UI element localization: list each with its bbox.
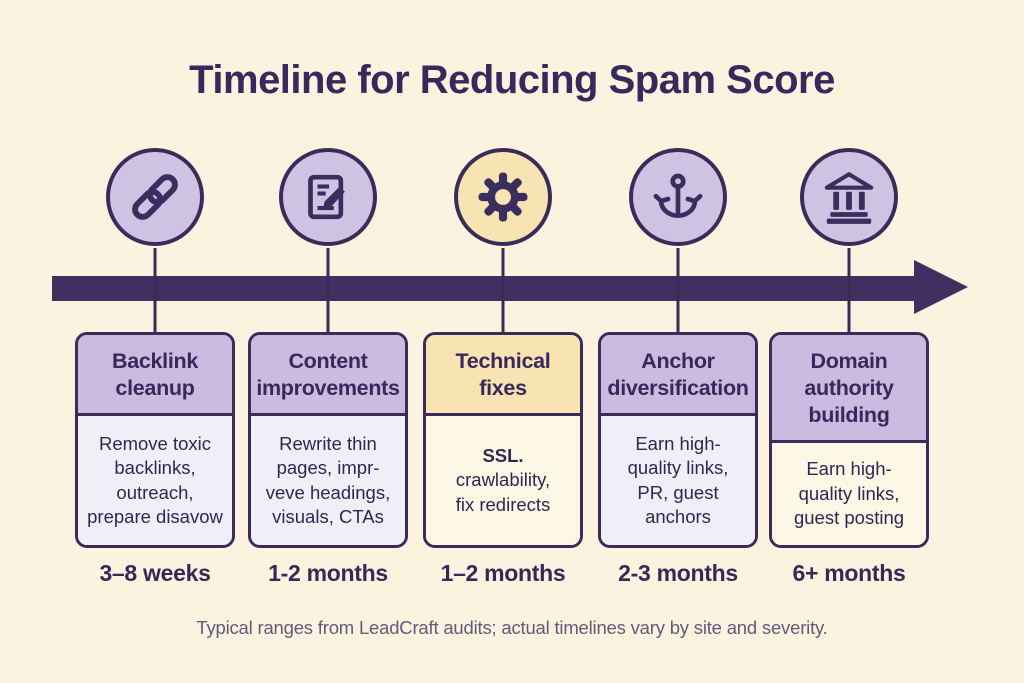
stage-card-title: Anchor diversification (601, 335, 755, 416)
stage-title-line: improvements (256, 376, 400, 400)
stage-title-line: fixes (479, 376, 527, 400)
connector-line (326, 248, 330, 338)
connector-line (676, 248, 680, 338)
description-line: PR, guest (637, 481, 719, 503)
timeline-arrow-bar (52, 276, 918, 301)
description-line: visuals, CTAs (272, 506, 384, 527)
stage-domain-authority-building: Domain authority building Earn high- qua… (762, 148, 936, 618)
stage-title-line: diversification (607, 376, 749, 400)
description-line: pages, impr- (276, 457, 380, 478)
stage-icon-circle (106, 148, 204, 246)
stage-icon-circle (279, 148, 377, 246)
description-line: Remove toxic (98, 432, 212, 454)
description-line: quality links, (798, 482, 900, 504)
connector-line (501, 248, 505, 338)
stage-card-title: Technical fixes (426, 335, 580, 416)
anchor-icon (653, 173, 703, 218)
stage-card-title: Domain authority building (772, 335, 926, 443)
description-line: anchors (645, 506, 711, 527)
footnote-text: Typical ranges from LeadCraft audits; ac… (196, 617, 828, 638)
description-line: Earn high- (806, 458, 892, 480)
stage-card: Technical fixes SSL. crawlability, fix r… (423, 332, 583, 548)
page-title: Timeline for Reducing Spam Score (189, 58, 835, 102)
timeline-arrow-head (914, 260, 968, 314)
stage-duration: 1-2 months (268, 560, 388, 586)
stage-card-title: Content improvements (251, 335, 405, 416)
stage-title-line: authority (804, 376, 894, 400)
stage-card-title: Backlink cleanup (78, 335, 232, 416)
description-line: prepare disavow (87, 506, 223, 527)
document-edit-icon (308, 174, 345, 220)
stage-card-description: Remove toxic backlinks, outreach, prepar… (78, 416, 232, 545)
stage-card: Content improvements Rewrite thin pages,… (248, 332, 408, 548)
description-line: veve headings, (265, 481, 391, 503)
stage-card: Backlink cleanup Remove toxic backlinks,… (75, 332, 235, 548)
stage-icon-circle (800, 148, 898, 246)
description-line: outreach, (116, 481, 194, 503)
stage-duration: 1–2 months (440, 560, 566, 586)
description-line: quality links, (627, 457, 729, 478)
stage-duration: 2-3 months (618, 560, 738, 586)
stage-icon-circle (629, 148, 727, 246)
stage-card-description: Rewrite thin pages, impr- veve headings,… (251, 416, 405, 545)
description-line: guest posting (793, 507, 905, 529)
stage-technical-fixes: Technical fixes SSL. crawlability, fix r… (416, 148, 590, 618)
stage-content-improvements: Content improvements Rewrite thin pages,… (241, 148, 415, 618)
stage-card-description: Earn high- quality links, guest posting (772, 443, 926, 545)
bank-building-icon (824, 172, 874, 224)
description-line: crawlability, (455, 469, 551, 491)
stage-card: Anchor diversification Earn high- qualit… (598, 332, 758, 548)
stage-card-description: Earn high- quality links, PR, guest anch… (601, 416, 755, 545)
stage-title-line: cleanup (115, 376, 195, 400)
stage-icon-circle (454, 148, 552, 246)
stage-backlink-cleanup: Backlink cleanup Remove toxic backlinks,… (68, 148, 242, 618)
description-line: Rewrite thin (279, 432, 377, 454)
description-line: Earn high- (635, 432, 721, 454)
connector-line (153, 248, 157, 338)
description-line: fix redirects (455, 493, 551, 515)
stage-title-line: Content (288, 349, 368, 373)
stage-title-line: Backlink (111, 349, 199, 373)
stage-anchor-diversification: Anchor diversification Earn high- qualit… (591, 148, 765, 618)
stage-title-line: Domain (810, 349, 888, 373)
stage-title-line: Anchor (641, 349, 715, 373)
stage-title-line: Technical (455, 349, 551, 373)
stage-title-line: building (808, 403, 890, 427)
stage-card-description: SSL. crawlability, fix redirects (426, 416, 580, 545)
stage-duration: 3–8 weeks (99, 560, 211, 586)
stage-duration: 6+ months (792, 560, 906, 586)
description-line: backlinks, (114, 457, 196, 478)
chain-link-icon (132, 174, 178, 220)
stage-card: Domain authority building Earn high- qua… (769, 332, 929, 548)
connector-line (847, 248, 851, 338)
description-line: SSL. (482, 444, 524, 466)
gear-icon (478, 172, 528, 222)
